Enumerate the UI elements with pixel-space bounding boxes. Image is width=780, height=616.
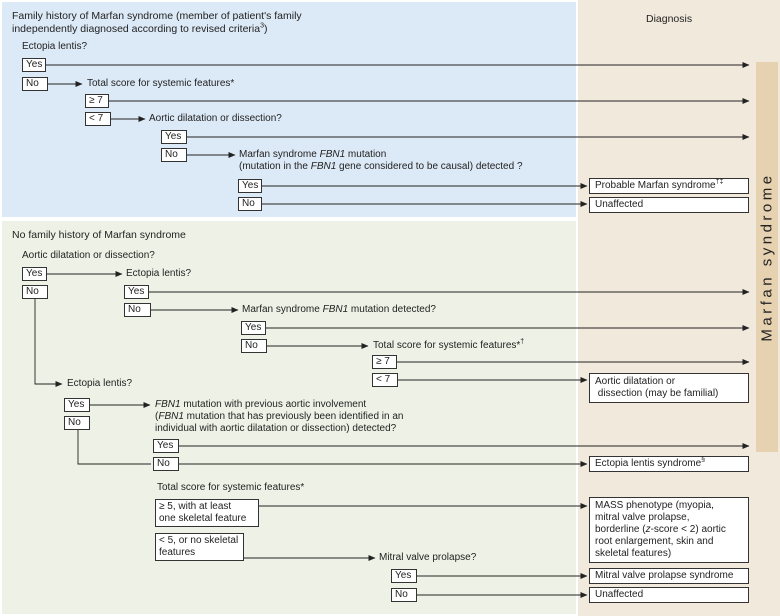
fam-ectopia-no-box: No bbox=[22, 77, 48, 91]
family-history-panel bbox=[2, 2, 576, 217]
diagnosis-header: Diagnosis bbox=[646, 13, 693, 25]
nofam-ge5-line2: one skeletal feature bbox=[159, 513, 247, 524]
family-history-title-line2-text: independently diagnosed according to rev… bbox=[12, 23, 261, 35]
nofam-aortic-question: Aortic dilatation or dissection? bbox=[22, 250, 155, 261]
nofam-fbn1-question: Marfan syndrome FBN1 mutation detected? bbox=[242, 304, 436, 316]
mass-line3: borderline (z-score < 2) aortic bbox=[595, 524, 743, 536]
family-history-title-line2: independently diagnosed according to rev… bbox=[12, 23, 302, 36]
ectopia-syndrome-mark: § bbox=[701, 456, 706, 464]
nofam-mvp-question: Mitral valve prolapse? bbox=[379, 552, 477, 563]
fam-systemic-lt7-box: < 7 bbox=[85, 112, 111, 126]
fam-systemic-ge7-box: ≥ 7 bbox=[85, 94, 109, 108]
nofam-unaffected-box: Unaffected bbox=[589, 587, 749, 603]
fam-fbn1-text-b: mutation bbox=[345, 149, 387, 160]
nofam-fbn1-text-b: mutation detected? bbox=[348, 304, 436, 315]
mvp-syndrome-box: Mitral valve prolapse syndrome bbox=[589, 568, 749, 584]
nofam-ectopia-no-box: No bbox=[124, 303, 151, 317]
nofam-total-question: Total score for systemic features* bbox=[157, 482, 305, 493]
fam-fbn1-no-box: No bbox=[238, 197, 262, 211]
nofam-fbn1-no-box: No bbox=[241, 339, 267, 353]
fam-fbn1-line2-a: (mutation in the bbox=[239, 161, 311, 172]
probable-marfan-text: Probable Marfan syndrome bbox=[595, 180, 716, 191]
fam-aortic-no-box: No bbox=[161, 148, 187, 162]
nofam-lt5-box: < 5, or no skeletal features bbox=[155, 533, 244, 561]
nofam-systemic-question: Total score for systemic features*† bbox=[373, 338, 525, 352]
fam-fbn1-question-line2: (mutation in the FBN1 gene considered to… bbox=[239, 161, 523, 173]
nofam-aortic-no-box: No bbox=[22, 285, 48, 299]
marfan-syndrome-bar bbox=[756, 62, 778, 452]
fam-fbn1-text-a: Marfan syndrome bbox=[239, 149, 320, 160]
nofam-aortic-no-connector bbox=[34, 299, 63, 387]
nofam-ectopia2-question: Ectopia lentis? bbox=[67, 378, 133, 389]
nofam-systemic-mark: † bbox=[520, 338, 525, 346]
nofam-prev-yes-box: Yes bbox=[153, 439, 179, 453]
aortic-familial-line1: Aortic dilatation or bbox=[595, 376, 676, 387]
nofam-prev-question: FBN1 mutation with previous aortic invol… bbox=[155, 399, 404, 435]
mass-line3-b: -score < 2) aortic bbox=[650, 524, 726, 535]
mass-line3-z: z bbox=[645, 524, 651, 535]
ectopia-syndrome-text: Ectopia lentis syndrome bbox=[595, 458, 702, 469]
fam-aortic-yes-box: Yes bbox=[161, 130, 187, 144]
nofam-prev-line2-a: ( bbox=[155, 411, 159, 422]
nofam-mvp-yes-box: Yes bbox=[391, 569, 417, 583]
nofam-prev-line2-b: mutation that has previously been identi… bbox=[183, 411, 404, 422]
mass-line1: MASS phenotype (myopia, bbox=[595, 500, 714, 511]
mass-line2: mitral valve prolapse, bbox=[595, 512, 690, 523]
nofam-ectopia2-no-box: No bbox=[64, 416, 90, 430]
nofam-prev-gene: FBN1 bbox=[155, 399, 181, 410]
nofam-fbn1-yes-box: Yes bbox=[241, 321, 266, 335]
nofam-ectopia-yes-box: Yes bbox=[124, 285, 149, 299]
mass-phenotype-box: MASS phenotype (myopia, mitral valve pro… bbox=[589, 497, 749, 563]
nofam-systemic-ge7-box: ≥ 7 bbox=[372, 355, 397, 369]
family-history-title-line1: Family history of Marfan syndrome (membe… bbox=[12, 10, 302, 22]
nofam-ectopia2-no-connector bbox=[77, 430, 151, 465]
fam-ectopia-yes-box: Yes bbox=[22, 58, 46, 72]
fam-fbn1-gene: FBN1 bbox=[319, 149, 346, 160]
family-history-title-end: ) bbox=[263, 23, 268, 35]
nofam-lt5-line2: features bbox=[159, 547, 196, 558]
family-history-title: Family history of Marfan syndrome (membe… bbox=[12, 10, 302, 36]
nofam-mvp-no-box: No bbox=[391, 588, 417, 602]
nofam-systemic-text: Total score for systemic features* bbox=[373, 340, 521, 351]
aortic-familial-line2: dissection (may be familial) bbox=[595, 388, 719, 399]
nofam-prev-line1: FBN1 mutation with previous aortic invol… bbox=[155, 399, 404, 411]
aortic-familial-box: Aortic dilatation or dissection (may be … bbox=[589, 373, 749, 403]
no-family-history-panel bbox=[2, 221, 576, 614]
fam-systemic-question: Total score for systemic features* bbox=[87, 78, 235, 89]
nofam-ge5-box: ≥ 5, with at least one skeletal feature bbox=[155, 499, 259, 527]
probable-marfan-marks: †‡ bbox=[715, 178, 724, 186]
fam-fbn1-line2-gene: FBN1 bbox=[310, 161, 337, 172]
nofam-fbn1-text-a: Marfan syndrome bbox=[242, 304, 323, 315]
nofam-prev-line2-gene: FBN1 bbox=[158, 411, 184, 422]
fam-aortic-question: Aortic dilatation or dissection? bbox=[149, 113, 282, 124]
mass-line3-a: borderline ( bbox=[595, 524, 646, 535]
mass-line5: skeletal features) bbox=[595, 548, 672, 559]
no-family-history-title: No family history of Marfan syndrome bbox=[12, 229, 186, 241]
fam-fbn1-question-line1: Marfan syndrome FBN1 mutation bbox=[239, 149, 523, 161]
family-history-ref: 3 bbox=[260, 22, 264, 30]
fam-fbn1-line2-c: gene considered to be causal) detected ? bbox=[336, 161, 523, 172]
fam-unaffected-box: Unaffected bbox=[589, 197, 749, 213]
nofam-prev-no-box: No bbox=[153, 457, 179, 471]
nofam-ectopia2-yes-box: Yes bbox=[64, 398, 90, 412]
nofam-systemic-lt7-box: < 7 bbox=[372, 373, 398, 387]
nofam-aortic-yes-box: Yes bbox=[22, 267, 47, 281]
nofam-prev-text-a: mutation with previous aortic involvemen… bbox=[180, 399, 367, 410]
mass-line4: root enlargement, skin and bbox=[595, 536, 714, 547]
ectopia-syndrome-box: Ectopia lentis syndrome§ bbox=[589, 456, 749, 472]
nofam-ge5-line1: ≥ 5, with at least bbox=[159, 501, 232, 512]
fam-ectopia-question: Ectopia lentis? bbox=[22, 41, 88, 52]
nofam-prev-line3: individual with aortic dilatation or dis… bbox=[155, 423, 397, 434]
nofam-ectopia-question: Ectopia lentis? bbox=[126, 268, 192, 279]
fam-fbn1-yes-box: Yes bbox=[238, 179, 262, 193]
nofam-fbn1-gene: FBN1 bbox=[322, 304, 349, 315]
fam-fbn1-question: Marfan syndrome FBN1 mutation (mutation … bbox=[239, 149, 523, 173]
nofam-lt5-line1: < 5, or no skeletal bbox=[159, 535, 239, 546]
probable-marfan-box: Probable Marfan syndrome†‡ bbox=[589, 178, 749, 194]
nofam-prev-line2: (FBN1 mutation that has previously been … bbox=[155, 411, 404, 423]
